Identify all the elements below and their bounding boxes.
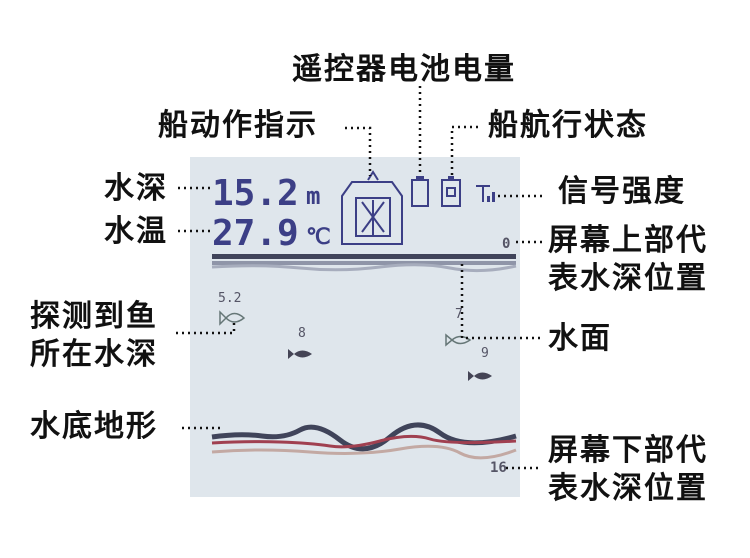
scale-top: 0: [502, 236, 510, 252]
label-screen-top-depth: 屏幕上部代 表水深位置: [548, 222, 708, 298]
leader-water-surface: [460, 264, 542, 340]
signal-icon: [476, 185, 495, 202]
leader-boat-action: [345, 126, 372, 176]
fish-echo-2: 8: [288, 326, 312, 359]
label-fish-depth-line2: 所在水深: [30, 337, 158, 372]
boat-action-icon: [341, 170, 403, 245]
temp-readout: 27.9: [212, 213, 299, 254]
leader-fish-depth: [176, 322, 236, 335]
battery-icon: [411, 176, 429, 207]
label-signal-strength: 信号强度: [558, 174, 686, 209]
leader-boat-status: [450, 125, 478, 176]
scale-bottom: 16: [490, 460, 507, 476]
label-screen-bottom-depth-line1: 屏幕下部代: [548, 433, 708, 468]
label-fish-depth: 探测到鱼 所在水深: [30, 298, 158, 374]
label-boat-status: 船航行状态: [488, 108, 648, 143]
boat-status-icon: [441, 176, 461, 207]
temp-unit: ℃: [306, 225, 331, 250]
label-water-depth: 水深: [104, 171, 168, 206]
label-screen-bottom-depth: 屏幕下部代 表水深位置: [548, 432, 708, 508]
label-fish-depth-line1: 探测到鱼: [30, 299, 158, 334]
label-screen-bottom-depth-line2: 表水深位置: [548, 471, 708, 506]
bottom-terrain: [211, 422, 517, 460]
depth-readout: 15.2: [212, 173, 299, 214]
label-screen-top-depth-line2: 表水深位置: [548, 261, 708, 296]
fish-echo-3: 7: [445, 307, 472, 347]
fish-echo-4: 9: [468, 346, 492, 381]
fish-depth-1: 5.2: [218, 291, 241, 306]
depth-unit: m: [306, 182, 320, 210]
fish-depth-2: 8: [298, 326, 306, 341]
leader-lines: [176, 86, 542, 470]
label-screen-top-depth-line1: 屏幕上部代: [548, 223, 708, 258]
label-water-surface: 水面: [548, 321, 612, 356]
water-surface-band: [211, 254, 517, 273]
fish-echo-1: 5.2: [218, 291, 246, 326]
label-boat-action: 船动作指示: [158, 108, 318, 143]
label-bottom-terrain: 水底地形: [30, 409, 158, 444]
label-water-temp: 水温: [104, 214, 168, 249]
fish-depth-3: 7: [455, 307, 463, 322]
label-remote-battery: 遥控器电池电量: [292, 52, 516, 87]
fish-depth-4: 9: [481, 346, 489, 361]
